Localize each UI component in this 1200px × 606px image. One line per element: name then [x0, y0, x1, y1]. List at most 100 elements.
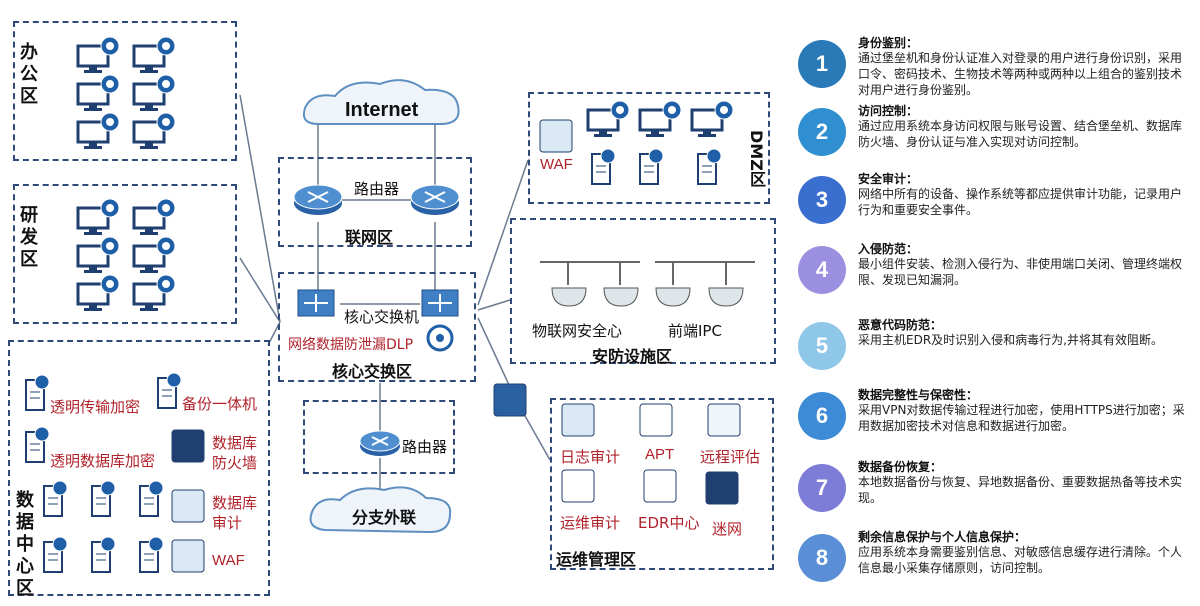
measure-number-1: 1 [798, 40, 846, 88]
measure-title-7: 数据备份恢复： [858, 460, 943, 474]
remote-eval-icon [707, 403, 741, 437]
office-zone [13, 21, 237, 161]
rnd-zone-label: 研发区 [20, 205, 38, 270]
measure-desc-6: 采用VPN对数据传输过程进行加密，使用HTTPS进行加密；采用数据加密技术对信息… [858, 403, 1185, 433]
dmz-server-icon-3 [697, 148, 722, 185]
apt-icon [639, 403, 673, 437]
measure-desc-7: 本地数据备份与恢复、异地数据备份、重要数据热备等技术实现。 [858, 475, 1183, 505]
measure-number-6: 6 [798, 392, 846, 440]
workstation-icon-3 [76, 74, 120, 111]
workstation-icon-12 [132, 274, 176, 311]
internet-label: Internet [345, 99, 419, 121]
dmz-workstation-icon-3 [690, 100, 734, 137]
transfer-encrypt-label: 透明传输加密 [50, 398, 141, 416]
measure-desc-8: 应用系统本身需要鉴别信息、对敏感信息缓存进行清除。个人信息最小采集存储原则，访问… [858, 545, 1183, 575]
security-zone-label: 安防设施区 [592, 347, 673, 366]
measure-number-7: 7 [798, 464, 846, 512]
workstation-icon-1 [76, 36, 120, 73]
measure-number-3: 3 [798, 176, 846, 224]
ops-zone-label: 运维管理区 [556, 550, 637, 569]
dmz-workstation-icon-2 [638, 100, 682, 137]
datacenter-zone-label: 数据中心区 [16, 490, 34, 599]
internet-zone [278, 157, 472, 247]
workstation-icon-6 [132, 112, 176, 149]
dc-server-icon-8 [91, 536, 116, 573]
workstation-icon-9 [76, 236, 120, 273]
measure-title-3: 安全审计： [858, 172, 919, 186]
dc-server-icon-3 [25, 426, 50, 463]
core-switch-label: 核心交换机 [344, 308, 420, 326]
dc-server-icon-5 [91, 480, 116, 517]
measure-number-5: 5 [798, 322, 846, 370]
dmz-workstation-icon-1 [586, 100, 630, 137]
dc-server-icon-4 [43, 480, 68, 517]
measure-title-4: 入侵防范： [858, 242, 919, 256]
access-switch-icon [493, 383, 527, 417]
measure-title-1: 身份鉴别： [858, 36, 919, 50]
router-top-label: 路由器 [354, 180, 400, 198]
rnd-zone [13, 184, 237, 324]
datacenter-zone [8, 340, 270, 596]
measure-title-5: 恶意代码防范： [858, 318, 943, 332]
db-firewall-label-2: 防火墙 [212, 454, 258, 472]
db-firewall-label-1: 数据库 [212, 434, 258, 452]
db-audit-label-2: 审计 [212, 514, 243, 532]
measure-number-2: 2 [798, 108, 846, 156]
remote-eval-label: 远程评估 [700, 448, 761, 466]
iot-label: 物联网安全心 [532, 322, 623, 340]
workstation-icon-2 [132, 36, 176, 73]
dmz-waf-label: WAF [540, 156, 573, 173]
workstation-icon-7 [76, 198, 120, 235]
db-encrypt-label: 透明数据库加密 [50, 452, 156, 470]
measure-title-6: 数据完整性与保密性： [858, 388, 979, 402]
dc-server-icon-9 [139, 536, 164, 573]
log-audit-icon [561, 403, 595, 437]
ipc-label: 前端IPC [668, 322, 722, 340]
db-firewall-icon [171, 429, 205, 463]
internet-zone-label: 联网区 [345, 228, 394, 247]
db-audit-icon [171, 489, 205, 523]
measure-title-2: 访问控制： [858, 104, 919, 118]
workstation-icon-5 [76, 112, 120, 149]
branch-router-zone [303, 400, 455, 474]
branch-label: 分支外联 [352, 508, 417, 527]
ops-zone [550, 398, 774, 570]
maze-label: 迷网 [712, 520, 743, 538]
router-bottom-label: 路由器 [402, 438, 448, 456]
dc-server-icon-7 [43, 536, 68, 573]
core-zone [278, 272, 476, 382]
measure-desc-5: 采用主机EDR及时识别入侵和病毒行为,并将其有效阻断。 [858, 333, 1163, 347]
measure-desc-2: 通过应用系统本身访问权限与账号设置、结合堡垒机、数据库防火墙、身份认证与准入实现… [858, 119, 1183, 149]
security-zone [510, 218, 776, 364]
workstation-icon-4 [132, 74, 176, 111]
core-zone-label: 核心交换区 [332, 362, 413, 381]
measure-desc-1: 通过堡垒机和身份认证准入对登录的用户进行身份识别，采用口令、密码技术、生物技术等… [858, 51, 1183, 97]
dc-waf-icon [171, 539, 205, 573]
backup-label: 备份一体机 [182, 395, 258, 413]
dmz-zone [528, 92, 770, 204]
workstation-icon-10 [132, 236, 176, 273]
ops-audit-label: 运维审计 [560, 514, 621, 532]
dc-server-icon-2 [157, 372, 182, 409]
measure-title-8: 剩余信息保护与个人信息保护： [858, 530, 1027, 544]
dmz-server-icon-2 [639, 148, 664, 185]
edr-center-label: EDR中心 [638, 514, 700, 532]
log-audit-label: 日志审计 [560, 448, 621, 466]
measure-desc-4: 最小组件安装、检测入侵行为、非使用端口关闭、管理终端权限、发现已知漏洞。 [858, 257, 1183, 287]
db-audit-label-1: 数据库 [212, 494, 258, 512]
measure-number-8: 8 [798, 534, 846, 582]
office-zone-label: 办公区 [20, 42, 38, 107]
ops-audit-icon [561, 469, 595, 503]
maze-icon [705, 471, 739, 505]
dc-server-icon-1 [25, 374, 50, 411]
apt-label: APT [645, 446, 675, 463]
dlp-label: 网络数据防泄漏DLP [288, 337, 414, 353]
measure-number-4: 4 [798, 246, 846, 294]
measure-desc-3: 网络中所有的设备、操作系统等都应提供审计功能，记录用户行为和重要安全事件。 [858, 187, 1183, 217]
